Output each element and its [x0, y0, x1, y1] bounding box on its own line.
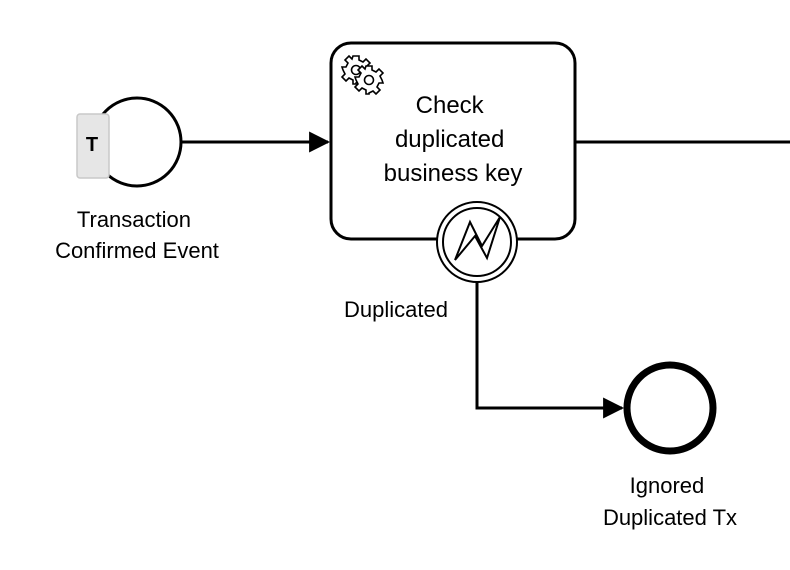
service-task-label-line-1: Check — [416, 92, 485, 119]
sequence-flow-boundary-to-end[interactable] — [475, 282, 625, 419]
start-event-label-line-1: Transaction — [77, 207, 191, 232]
trigger-marker-icon — [76, 113, 110, 179]
start-event-marker-letter: T — [86, 134, 98, 156]
end-event-label-line-1: Ignored — [630, 473, 705, 498]
start-event-label: Transaction Confirmed Event — [55, 207, 219, 263]
service-task-label-line-2: duplicated — [395, 126, 504, 153]
boundary-error-event[interactable] — [436, 201, 518, 283]
lightning-icon — [454, 216, 501, 261]
start-event[interactable]: T — [76, 96, 183, 188]
boundary-event-inner-circle — [442, 207, 512, 277]
start-event-label-line-2: Confirmed Event — [55, 238, 219, 263]
end-event-label-line-2: Duplicated Tx — [603, 505, 737, 530]
boundary-event-label: Duplicated — [344, 297, 448, 322]
end-event-label: Ignored Duplicated Tx — [603, 473, 737, 530]
gears-icon — [340, 54, 385, 96]
end-event[interactable] — [623, 361, 717, 455]
service-task-label-line-3: business key — [384, 160, 523, 187]
end-event-circle[interactable] — [623, 361, 717, 455]
service-task-label: Check duplicated business key — [384, 92, 523, 187]
service-task[interactable]: Check duplicated business key — [329, 41, 577, 241]
